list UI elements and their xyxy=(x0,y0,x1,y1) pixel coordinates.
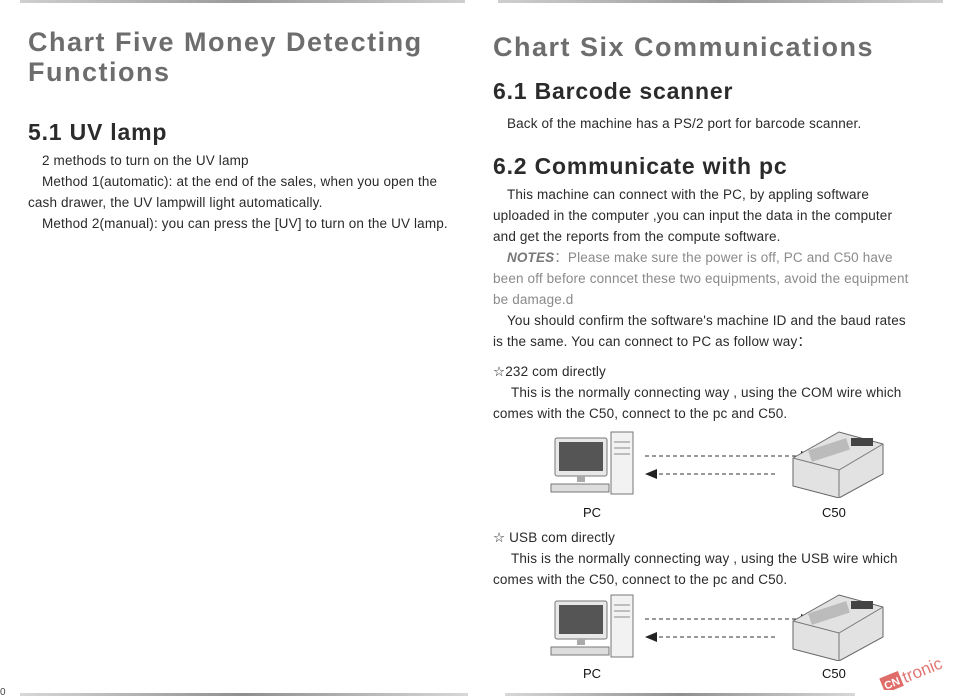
method2-block: ☆ USB com directly This is the normally … xyxy=(493,527,913,590)
right-page: Chart Six Communications 6.1 Barcode sca… xyxy=(493,0,913,700)
notes-label: NOTES xyxy=(507,250,555,265)
confirm-para: You should confirm the software's machin… xyxy=(493,313,906,349)
section-barcode-title: 6.1 Barcode scanner xyxy=(493,78,734,104)
notes-para: NOTES：Please make sure the power is off,… xyxy=(493,247,913,310)
bottom-rule-right xyxy=(505,693,855,696)
connection-diagram-usb xyxy=(493,591,913,662)
uv-para-method2: Method 2(manual): you can press the [UV]… xyxy=(42,216,448,231)
logo-text: tronic xyxy=(899,654,945,687)
chapter-five-title-line2: Functions xyxy=(28,57,171,87)
notes-text: Please make sure the power is off, PC an… xyxy=(493,250,909,307)
barcode-para: Back of the machine has a PS/2 port for … xyxy=(507,116,862,131)
notes-separator: ： xyxy=(554,250,568,265)
pc-to-c50-diagram-usb xyxy=(550,594,884,662)
pc-caption-2: PC xyxy=(583,666,602,681)
bottom-rule-left xyxy=(20,693,468,696)
chapter-five-title: Chart Five Money Detecting Functions xyxy=(28,27,423,87)
c50-illustration xyxy=(792,431,884,499)
top-rule-right xyxy=(498,0,943,3)
uv-lamp-text: 2 methods to turn on the UV lamp Method … xyxy=(28,150,453,234)
pc-illustration xyxy=(550,431,634,495)
chapter-six-title: Chart Six Communications xyxy=(493,32,875,62)
c50-illustration xyxy=(792,594,884,662)
method2-title: ☆ USB com directly xyxy=(493,530,616,545)
c50-caption-2: C50 xyxy=(822,666,846,681)
section-uv-lamp-title: 5.1 UV lamp xyxy=(28,119,168,145)
cntronic-logo: CN tronic xyxy=(879,654,945,690)
top-rule-left xyxy=(20,0,465,3)
communicate-text: This machine can connect with the PC, by… xyxy=(493,184,913,352)
dashed-arrows xyxy=(645,614,813,642)
method2-para: This is the normally connecting way , us… xyxy=(493,551,898,587)
pc-caption-1: PC xyxy=(583,505,602,520)
dashed-arrows xyxy=(645,451,813,479)
communicate-para: This machine can connect with the PC, by… xyxy=(493,187,893,244)
left-page: Chart Five Money Detecting Functions 5.1… xyxy=(28,0,453,700)
method1-block: ☆232 com directly This is the normally c… xyxy=(493,361,913,424)
pc-to-c50-diagram xyxy=(550,431,884,499)
pc-illustration xyxy=(550,594,634,658)
uv-para-method1: Method 1(automatic): at the end of the s… xyxy=(28,174,438,210)
c50-caption-1: C50 xyxy=(822,505,846,520)
chapter-five-title-line1: Chart Five Money Detecting xyxy=(28,27,423,57)
uv-para-methods: 2 methods to turn on the UV lamp xyxy=(42,153,249,168)
logo-initials: CN xyxy=(883,675,902,690)
connection-diagram-com xyxy=(493,428,913,499)
method1-title: ☆232 com directly xyxy=(493,364,606,379)
section-communicate-title: 6.2 Communicate with pc xyxy=(493,153,788,179)
page-number: 0 xyxy=(0,687,6,698)
method1-para: This is the normally connecting way , us… xyxy=(493,385,902,421)
